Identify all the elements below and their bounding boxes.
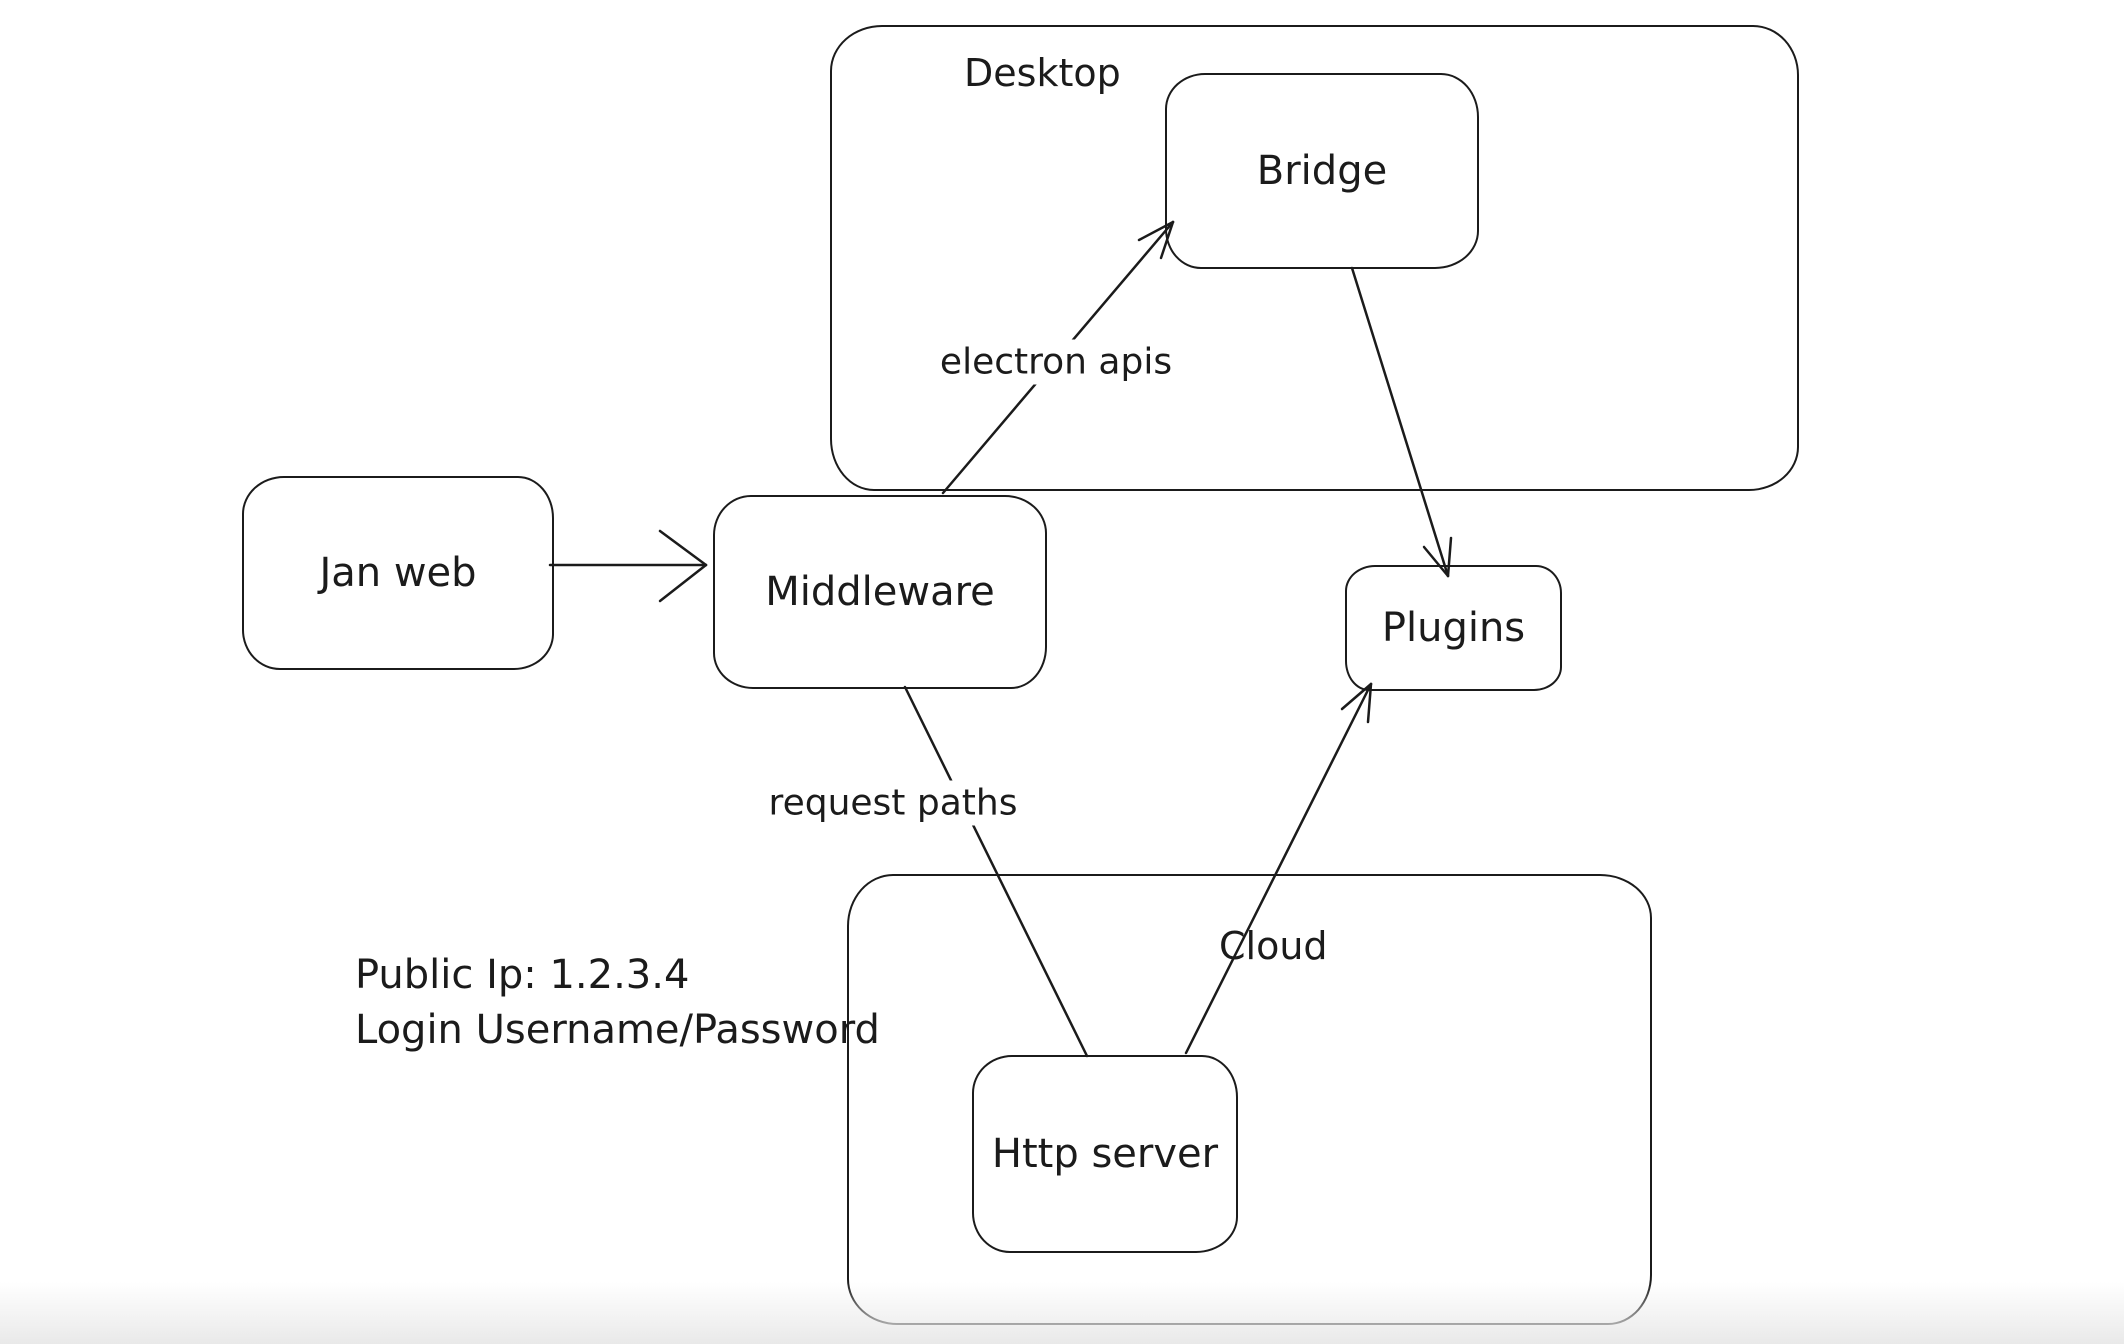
edge-httpserver-to-plugins [1184, 682, 1373, 1055]
node-plugins-label: Plugins [1381, 605, 1526, 651]
annotation-login: Login Username/Password [355, 1007, 880, 1053]
annotation-credentials: Public Ip: 1.2.3.4 Login Username/Passwo… [355, 948, 880, 1058]
desktop-container-label: Desktop [964, 51, 1121, 95]
edge-label-electron-apis: electron apis [929, 339, 1183, 385]
desktop-container: Desktop [830, 25, 1799, 491]
annotation-public-ip: Public Ip: 1.2.3.4 [355, 952, 690, 998]
node-http-server: Http server [972, 1055, 1238, 1253]
edge-middleware-to-httpserver [903, 685, 1089, 1058]
node-bridge: Bridge [1165, 73, 1479, 269]
node-middleware: Middleware [713, 495, 1047, 689]
node-plugins: Plugins [1345, 565, 1562, 691]
edge-label-request-paths: request paths [758, 780, 1028, 826]
node-bridge-label: Bridge [1256, 148, 1388, 194]
cloud-container-label: Cloud [1219, 924, 1328, 968]
node-http-server-label: Http server [991, 1131, 1219, 1177]
edge-janweb-to-middleware [548, 529, 708, 603]
node-jan-web-label: Jan web [319, 550, 477, 596]
edge-bridge-to-plugins [1350, 266, 1453, 578]
node-jan-web: Jan web [242, 476, 554, 670]
node-middleware-label: Middleware [765, 569, 995, 615]
